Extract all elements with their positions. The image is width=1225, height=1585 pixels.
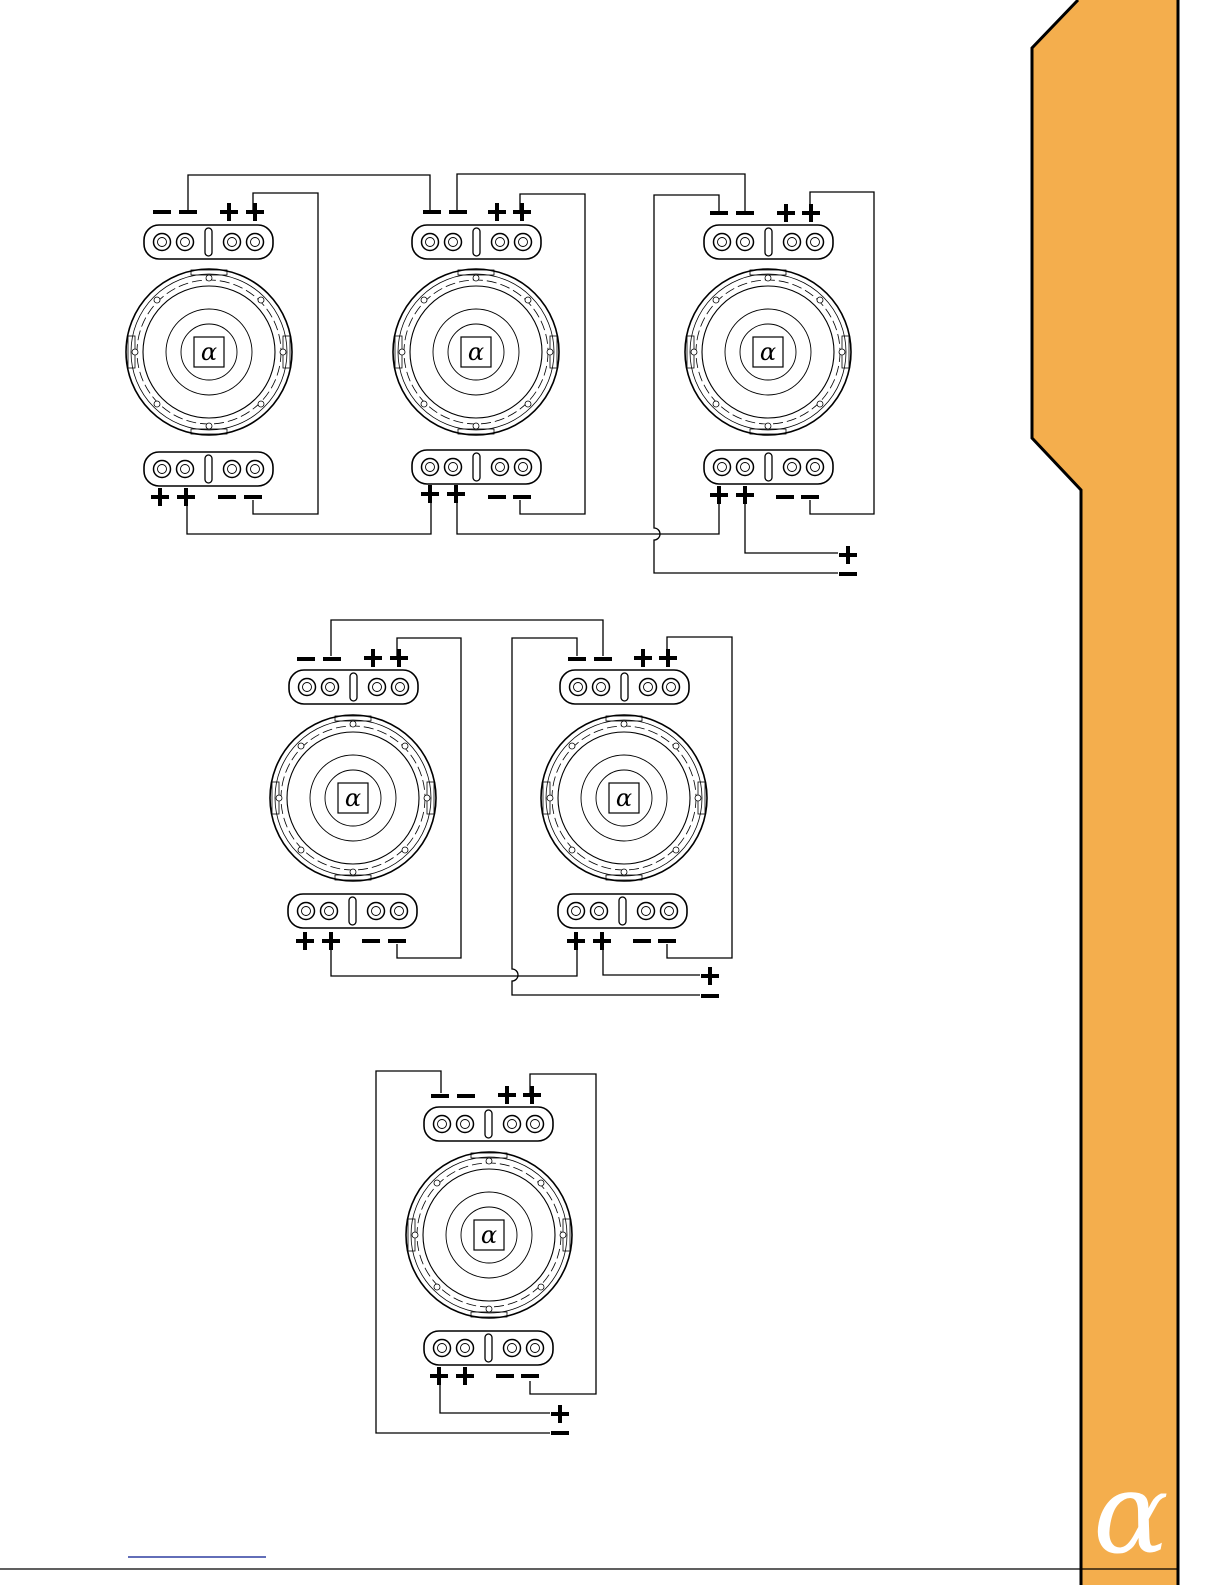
terminal-block-top bbox=[560, 670, 689, 704]
woofer-icon bbox=[126, 269, 292, 435]
diagram-two-speakers bbox=[270, 620, 732, 996]
diagram-three-speakers bbox=[126, 174, 874, 574]
amp-plus-sign bbox=[839, 546, 857, 564]
terminal-block-top bbox=[704, 225, 833, 259]
terminal-block-bottom bbox=[288, 894, 417, 928]
diagram-one-speaker bbox=[376, 1071, 596, 1433]
terminal-block-bottom bbox=[412, 450, 541, 484]
woofer-icon bbox=[685, 269, 851, 435]
sidebar-band bbox=[1032, 0, 1178, 1585]
terminal-block-top bbox=[289, 670, 418, 704]
speaker-3 bbox=[685, 225, 851, 484]
amplifier-terminals bbox=[551, 1405, 569, 1433]
terminal-block-bottom bbox=[424, 1331, 553, 1365]
amp-plus-sign bbox=[551, 1405, 569, 1423]
woofer-icon bbox=[406, 1152, 572, 1318]
terminal-block-bottom bbox=[558, 894, 687, 928]
speaker-2 bbox=[393, 225, 559, 484]
terminal-block-bottom bbox=[704, 450, 833, 484]
speaker-1 bbox=[270, 670, 436, 928]
amp-plus-sign bbox=[701, 967, 719, 985]
speaker-2 bbox=[541, 670, 707, 928]
terminal-block-top bbox=[424, 1107, 553, 1141]
terminal-block-top bbox=[412, 225, 541, 259]
woofer-icon bbox=[541, 715, 707, 881]
brand-alpha-logo-icon: α bbox=[1093, 1449, 1169, 1579]
woofer-icon bbox=[393, 269, 559, 435]
speaker-1 bbox=[126, 225, 292, 486]
speaker-1 bbox=[406, 1107, 572, 1365]
amplifier-terminals bbox=[839, 546, 857, 574]
terminal-block-bottom bbox=[144, 452, 273, 486]
woofer-icon bbox=[270, 715, 436, 881]
amplifier-terminals bbox=[701, 967, 719, 996]
terminal-block-top bbox=[144, 225, 273, 259]
